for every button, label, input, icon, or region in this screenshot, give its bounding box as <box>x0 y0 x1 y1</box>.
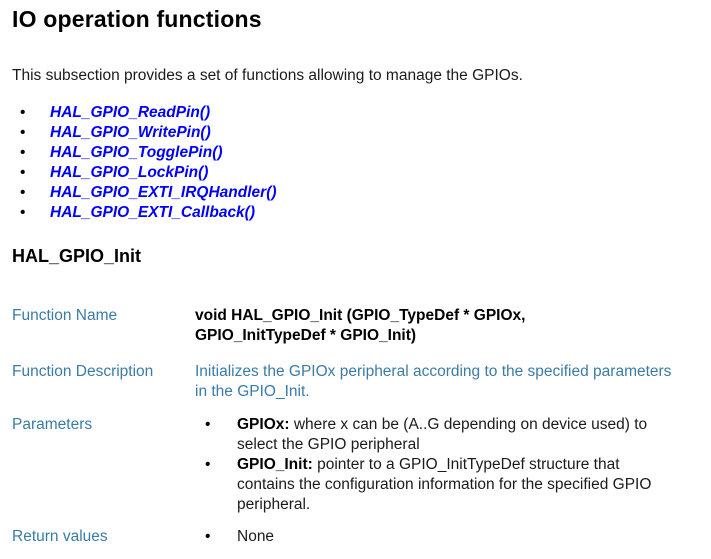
function-link-item: • HAL_GPIO_WritePin() <box>12 123 699 143</box>
function-link-togglepin[interactable]: HAL_GPIO_TogglePin() <box>50 144 223 161</box>
row-label-function-description: Function Description <box>12 363 154 380</box>
table-row-function-description: Function Description Initializes the GPI… <box>12 362 699 402</box>
parameter-item-gpiox: • GPIOx: where x can be (A..G depending … <box>195 415 661 455</box>
parameter-list: • GPIOx: where x can be (A..G depending … <box>195 415 661 515</box>
table-row-parameters: Parameters • GPIOx: where x can be (A..G… <box>12 415 699 515</box>
function-heading: HAL_GPIO_Init <box>12 246 142 266</box>
function-link-exti-callback[interactable]: HAL_GPIO_EXTI_Callback() <box>50 204 256 221</box>
bullet-icon: • <box>20 144 26 161</box>
bullet-icon: • <box>205 528 211 545</box>
function-link-readpin[interactable]: HAL_GPIO_ReadPin() <box>50 104 211 121</box>
function-link-lockpin[interactable]: HAL_GPIO_LockPin() <box>50 164 209 181</box>
return-value-item: • None <box>195 527 661 547</box>
function-link-item: • HAL_GPIO_ReadPin() <box>12 103 699 123</box>
bullet-icon: • <box>20 184 26 201</box>
parameter-text: pointer to a GPIO_InitTypeDef structure … <box>237 456 652 513</box>
intro-text: This subsection provides a set of functi… <box>12 67 523 84</box>
bullet-icon: • <box>20 164 26 181</box>
function-link-item: • HAL_GPIO_EXTI_Callback() <box>12 203 699 223</box>
parameters-value: • GPIOx: where x can be (A..G depending … <box>195 415 699 515</box>
parameter-text: where x can be (A..G depending on device… <box>237 416 648 453</box>
table-row-return-values: Return values • None <box>12 527 699 547</box>
row-label-return-values: Return values <box>12 528 108 545</box>
function-signature: void HAL_GPIO_Init (GPIO_TypeDef * GPIOx… <box>195 307 526 344</box>
parameter-item-gpio-init: • GPIO_Init: pointer to a GPIO_InitTypeD… <box>195 455 661 515</box>
return-values-value: • None <box>195 527 699 547</box>
row-label-parameters: Parameters <box>12 416 93 433</box>
parameter-name: GPIOx: <box>237 416 290 433</box>
function-table: Function Name void HAL_GPIO_Init (GPIO_T… <box>12 306 699 547</box>
function-link-list: • HAL_GPIO_ReadPin() • HAL_GPIO_WritePin… <box>12 103 699 223</box>
bullet-icon: • <box>20 204 26 221</box>
return-values-list: • None <box>195 527 661 547</box>
bullet-icon: • <box>205 456 211 473</box>
table-row-function-name: Function Name void HAL_GPIO_Init (GPIO_T… <box>12 306 699 346</box>
bullet-icon: • <box>205 416 211 433</box>
parameter-name: GPIO_Init: <box>237 456 313 473</box>
page-title: IO operation functions <box>12 6 262 32</box>
function-description-text: Initializes the GPIOx peripheral accordi… <box>195 363 672 400</box>
bullet-icon: • <box>20 104 26 121</box>
function-link-exti-irqhandler[interactable]: HAL_GPIO_EXTI_IRQHandler() <box>50 184 277 201</box>
function-link-item: • HAL_GPIO_EXTI_IRQHandler() <box>12 183 699 203</box>
row-label-function-name: Function Name <box>12 307 118 324</box>
return-value-text: None <box>237 528 275 545</box>
function-link-item: • HAL_GPIO_TogglePin() <box>12 143 699 163</box>
function-link-writepin[interactable]: HAL_GPIO_WritePin() <box>50 124 211 141</box>
function-link-item: • HAL_GPIO_LockPin() <box>12 163 699 183</box>
bullet-icon: • <box>20 124 26 141</box>
